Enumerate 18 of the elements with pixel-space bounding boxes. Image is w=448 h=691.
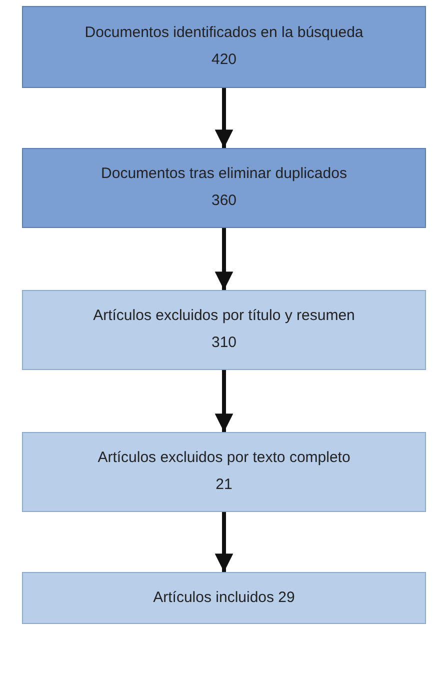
box-title: Artículos excluidos por texto completo: [98, 449, 350, 468]
box-title: Documentos tras eliminar duplicados: [101, 165, 347, 184]
box-title: Documentos identificados en la búsqueda: [84, 24, 364, 43]
arrow: [214, 228, 234, 290]
process-box: [22, 290, 426, 370]
process-box: [22, 432, 426, 512]
count-value: 360: [211, 192, 237, 211]
count-value: 21: [216, 476, 232, 495]
box-title: Artículos excluidos por título y resumen: [93, 307, 355, 326]
arrow: [214, 512, 234, 572]
count-value: 310: [211, 334, 237, 353]
process-box: [22, 572, 426, 624]
process-box: [22, 6, 426, 88]
box-title: Artículos incluidos 29: [153, 588, 295, 608]
arrow: [214, 370, 234, 432]
arrow: [214, 88, 234, 148]
count-value: 420: [211, 51, 237, 70]
process-box: [22, 148, 426, 228]
